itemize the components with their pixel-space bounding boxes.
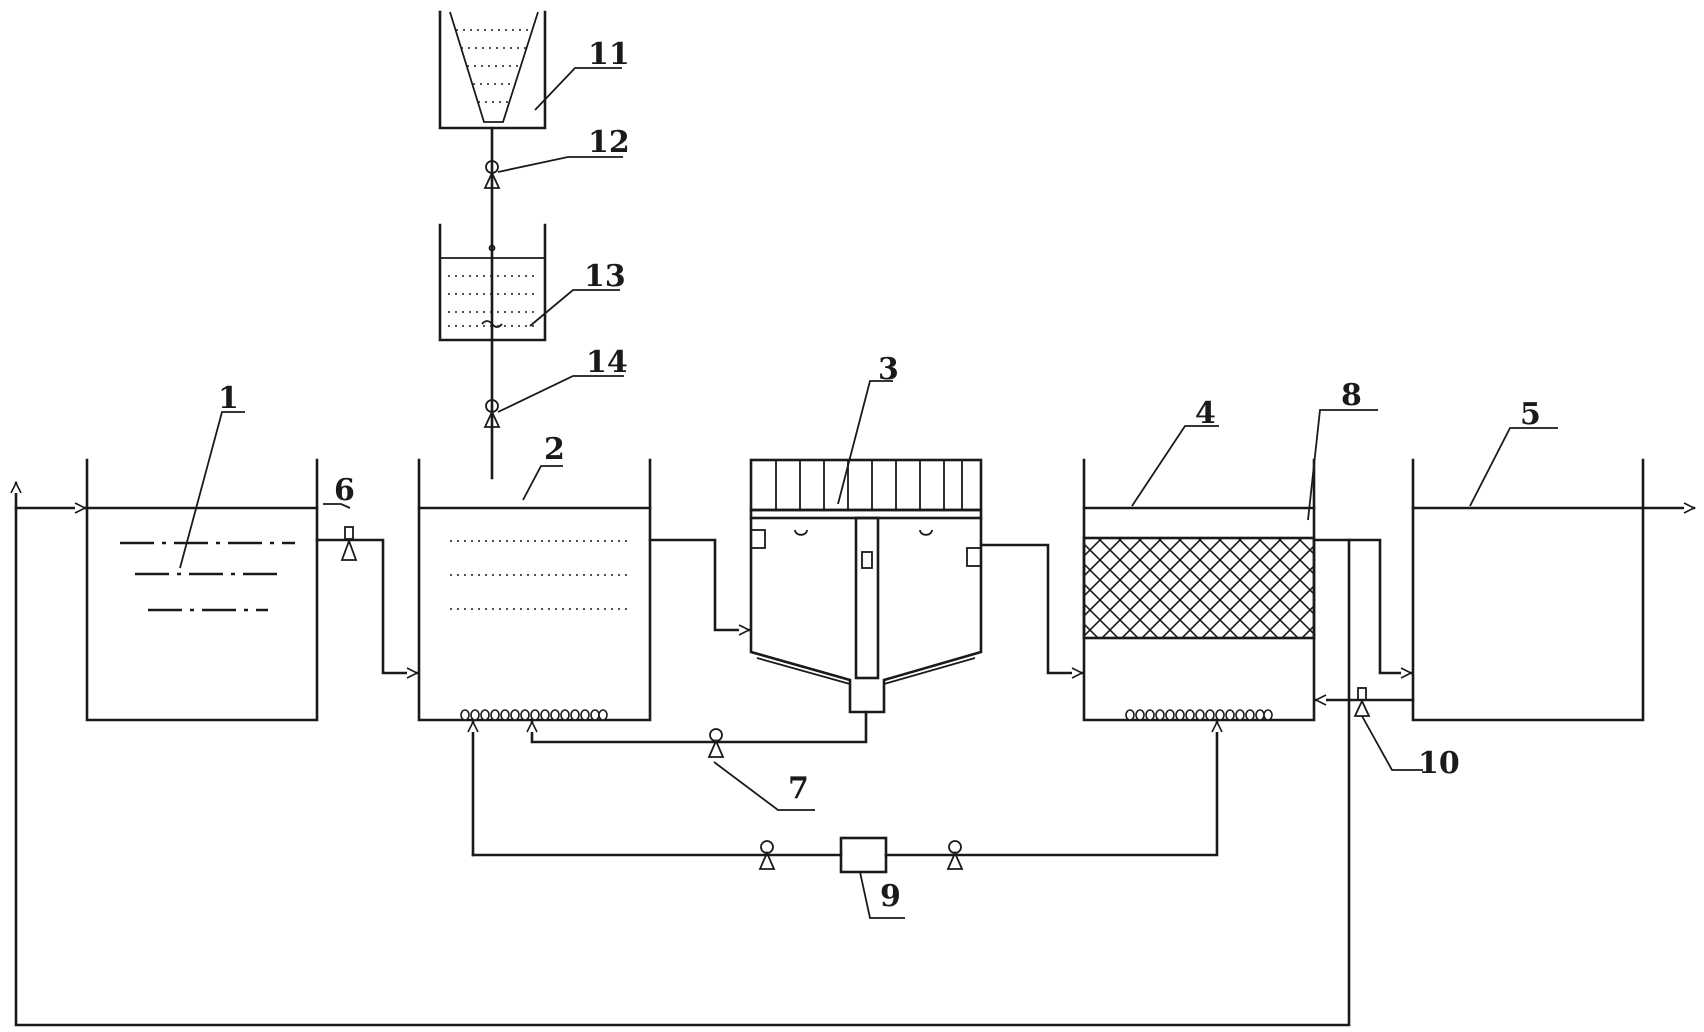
label-13: 13	[584, 259, 626, 294]
tank-4	[1082, 458, 1316, 722]
valve-12	[483, 160, 501, 189]
valve-7	[707, 728, 725, 758]
leader-lines	[179, 67, 1558, 919]
label-5: 5	[1520, 397, 1541, 432]
label-9: 9	[880, 879, 901, 914]
labels: 1 2 3 4 5 6 7 8 9 10 11 12 13 14	[218, 37, 1541, 914]
aerator-2	[460, 709, 608, 721]
tank-2	[417, 458, 652, 722]
tank-5	[1411, 458, 1645, 722]
valve-9b	[946, 840, 964, 870]
label-4: 4	[1195, 396, 1216, 431]
label-1: 1	[218, 381, 239, 416]
tank-1	[85, 458, 319, 722]
label-7: 7	[788, 771, 809, 806]
label-10: 10	[1418, 746, 1460, 781]
hopper-11	[438, 10, 547, 130]
label-2: 2	[544, 432, 565, 467]
label-11: 11	[588, 37, 630, 72]
label-14: 14	[586, 345, 628, 380]
valve-14	[483, 399, 501, 428]
label-12: 12	[588, 125, 630, 160]
clarifier-3	[749, 458, 983, 714]
label-3: 3	[878, 352, 899, 387]
pipework	[16, 126, 1696, 1027]
blower-9	[839, 836, 888, 874]
filter-media	[1082, 536, 1316, 640]
label-6: 6	[334, 473, 355, 508]
valve-9a	[758, 840, 776, 870]
label-8: 8	[1341, 378, 1362, 413]
aerator-4	[1125, 709, 1273, 721]
valve-10	[1353, 687, 1371, 717]
valve-6	[340, 526, 358, 561]
